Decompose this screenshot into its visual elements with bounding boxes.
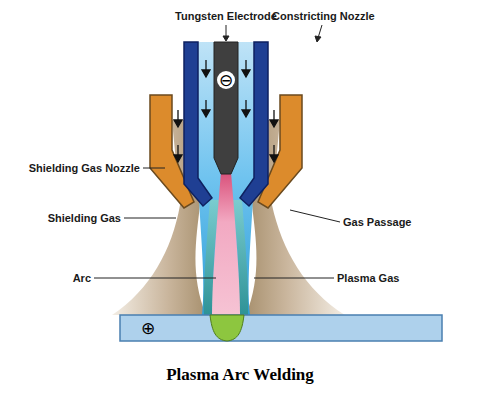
leader-lines bbox=[94, 25, 340, 278]
caption: Plasma Arc Welding bbox=[166, 365, 314, 385]
part-label: Shielding Gas Nozzle bbox=[29, 162, 140, 175]
part-label: Plasma Gas bbox=[337, 272, 399, 285]
flow-arrows bbox=[174, 60, 278, 162]
weld-bead bbox=[210, 315, 244, 341]
polarity-symbol: ⊖ bbox=[219, 71, 233, 89]
polarity-symbol: ⊕ bbox=[141, 319, 155, 337]
part-label: Gas Passage bbox=[343, 216, 412, 229]
part-label: Shielding Gas bbox=[48, 212, 121, 225]
workpiece bbox=[120, 315, 442, 341]
negative-terminal-ground bbox=[217, 71, 235, 89]
part-label: Constricting Nozzle bbox=[272, 10, 375, 23]
plasma-gas-flow bbox=[198, 42, 254, 315]
constricting-nozzle bbox=[184, 42, 212, 206]
constricting-nozzle bbox=[240, 42, 268, 206]
arc-column bbox=[212, 172, 240, 315]
tungsten-electrode bbox=[214, 42, 238, 174]
part-label: Arc bbox=[73, 272, 91, 285]
part-label: Tungsten Electrode bbox=[175, 10, 277, 23]
